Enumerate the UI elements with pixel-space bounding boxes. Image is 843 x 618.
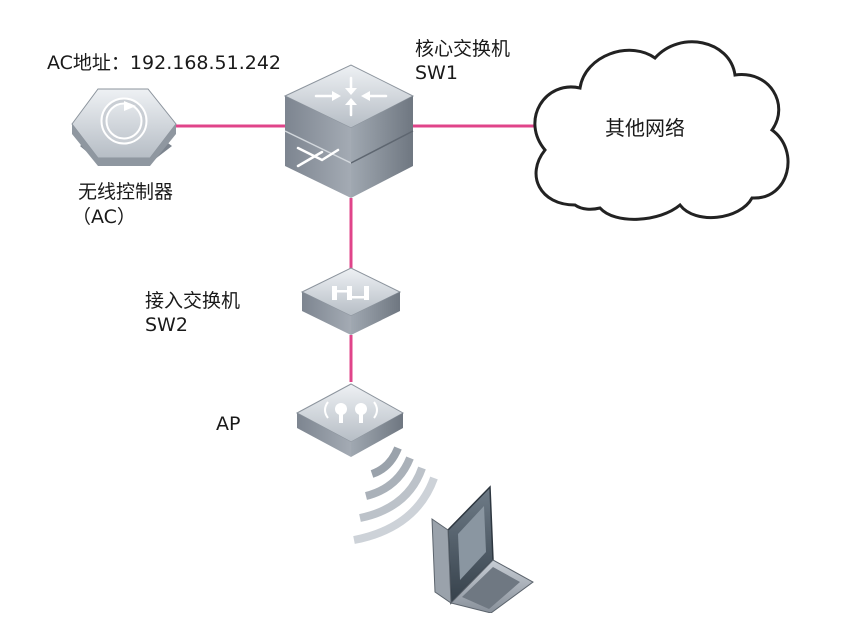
wireless-controller-icon xyxy=(71,88,177,166)
access-point-icon xyxy=(295,383,405,457)
access-switch-id-label: SW2 xyxy=(145,314,188,336)
links xyxy=(175,124,540,382)
core-switch-name-label: 核心交换机 xyxy=(415,38,511,60)
other-network-label: 其他网络 xyxy=(605,116,685,140)
access-point-label: AP xyxy=(216,413,241,435)
other-network-cloud xyxy=(533,40,790,221)
wireless-controller-name-label: 无线控制器 xyxy=(78,181,174,203)
wireless-controller-abbr-label: （AC） xyxy=(72,206,136,228)
wireless-signal-icon xyxy=(353,446,438,544)
access-switch-icon xyxy=(300,267,402,335)
core-switch-id-label: SW1 xyxy=(415,62,458,84)
ac-address-label: AC地址：192.168.51.242 xyxy=(47,52,282,74)
core-switch-icon xyxy=(283,64,415,198)
access-switch-name-label: 接入交换机 xyxy=(145,290,241,312)
laptop-icon xyxy=(431,485,534,614)
